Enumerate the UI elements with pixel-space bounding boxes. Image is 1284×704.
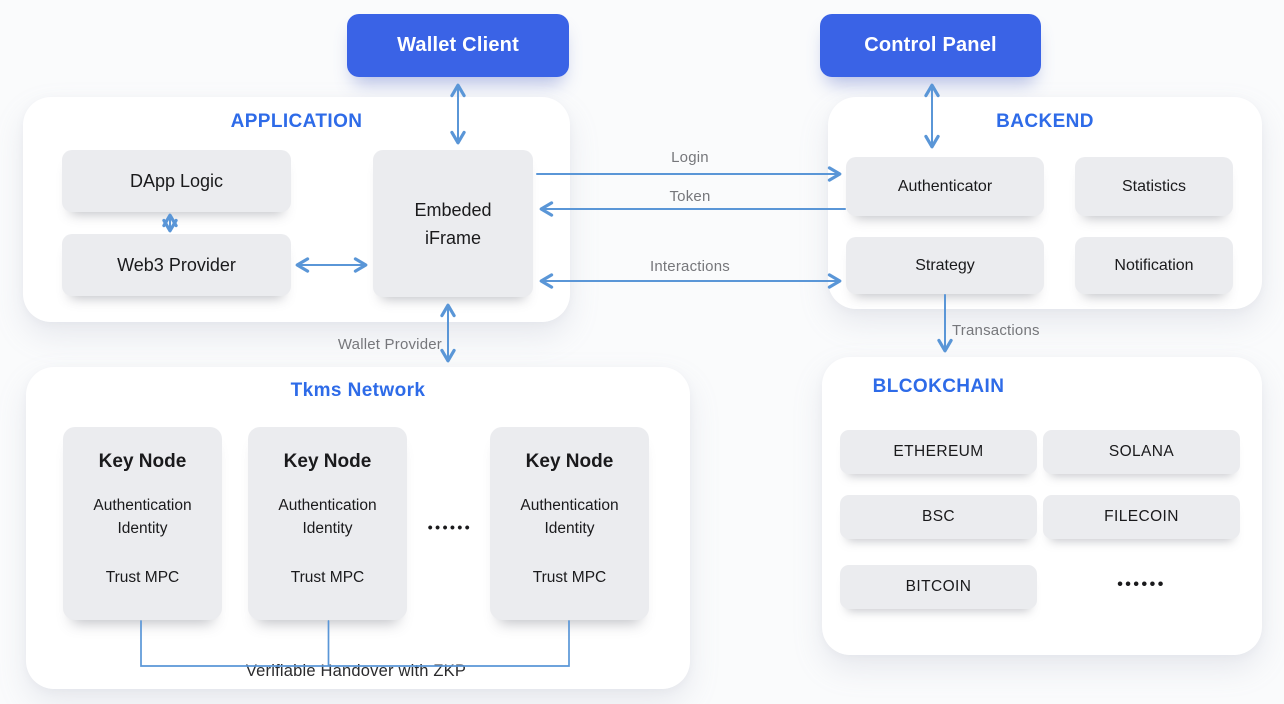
key-node-2-line2: Identity xyxy=(302,520,353,537)
key-node-2-trust: Trust MPC xyxy=(290,569,365,586)
control-panel-node: Control Panel xyxy=(820,14,1041,77)
key-node-3-line1: Authentication xyxy=(520,497,619,514)
key-node-3-trust: Trust MPC xyxy=(532,569,607,586)
tkms-network-panel: Tkms Network Key Node Authentication Ide… xyxy=(26,367,690,689)
transactions-flow-label: Transactions xyxy=(952,322,1040,339)
embeded-iframe-node: Embeded iFrame xyxy=(373,150,533,297)
key-node-1: Key Node Authentication Identity Trust M… xyxy=(63,427,222,620)
key-node-2-line1: Authentication xyxy=(278,497,377,514)
key-node-1-auth: Authentication Identity xyxy=(93,494,191,540)
chain-solana: SOLANA xyxy=(1043,430,1240,474)
embeded-iframe-line1: Embeded xyxy=(414,199,492,220)
blockchain-title: BLCOKCHAIN xyxy=(872,376,1005,397)
wallet-provider-flow-label: Wallet Provider xyxy=(337,336,442,353)
statistics-node: Statistics xyxy=(1075,157,1233,216)
chain-bitcoin: BITCOIN xyxy=(840,565,1037,609)
chain-filecoin: FILECOIN xyxy=(1043,495,1240,539)
key-node-2-auth: Authentication Identity xyxy=(278,494,376,540)
application-panel: APPLICATION DApp Logic Web3 Provider Emb… xyxy=(23,97,570,322)
key-node-3: Key Node Authentication Identity Trust M… xyxy=(490,427,649,620)
key-node-1-line2: Identity xyxy=(117,520,168,537)
application-title: APPLICATION xyxy=(230,111,363,132)
interactions-flow-label: Interactions xyxy=(650,258,730,275)
embeded-iframe-label: Embeded iFrame xyxy=(414,196,491,252)
key-node-3-auth: Authentication Identity xyxy=(520,494,618,540)
chain-ellipsis: •••••• xyxy=(1117,576,1166,593)
strategy-node: Strategy xyxy=(846,237,1044,294)
dapp-logic-node: DApp Logic xyxy=(62,150,291,212)
key-node-1-line1: Authentication xyxy=(93,497,192,514)
key-node-1-trust: Trust MPC xyxy=(105,569,180,586)
authenticator-node: Authenticator xyxy=(846,157,1044,216)
chain-bsc: BSC xyxy=(840,495,1037,539)
tkms-network-title: Tkms Network xyxy=(290,380,426,401)
zkp-handover-label: Verifiable Handover with ZKP xyxy=(245,662,467,680)
wallet-client-node: Wallet Client xyxy=(347,14,569,77)
login-flow-label: Login xyxy=(671,149,709,166)
notification-node: Notification xyxy=(1075,237,1233,294)
token-flow-label: Token xyxy=(669,188,711,205)
blockchain-panel: BLCOKCHAIN ETHEREUM SOLANA BSC FILECOIN … xyxy=(822,357,1262,655)
key-node-2: Key Node Authentication Identity Trust M… xyxy=(248,427,407,620)
chain-ethereum: ETHEREUM xyxy=(840,430,1037,474)
key-node-3-line2: Identity xyxy=(544,520,595,537)
backend-title: BACKEND xyxy=(996,111,1094,132)
backend-panel: BACKEND Authenticator Statistics Strateg… xyxy=(828,97,1262,309)
key-node-1-title: Key Node xyxy=(98,451,187,472)
key-node-2-title: Key Node xyxy=(283,451,372,472)
key-node-ellipsis: •••••• xyxy=(427,519,473,535)
key-node-3-title: Key Node xyxy=(525,451,614,472)
web3-provider-node: Web3 Provider xyxy=(62,234,291,296)
embeded-iframe-line2: iFrame xyxy=(424,227,481,248)
